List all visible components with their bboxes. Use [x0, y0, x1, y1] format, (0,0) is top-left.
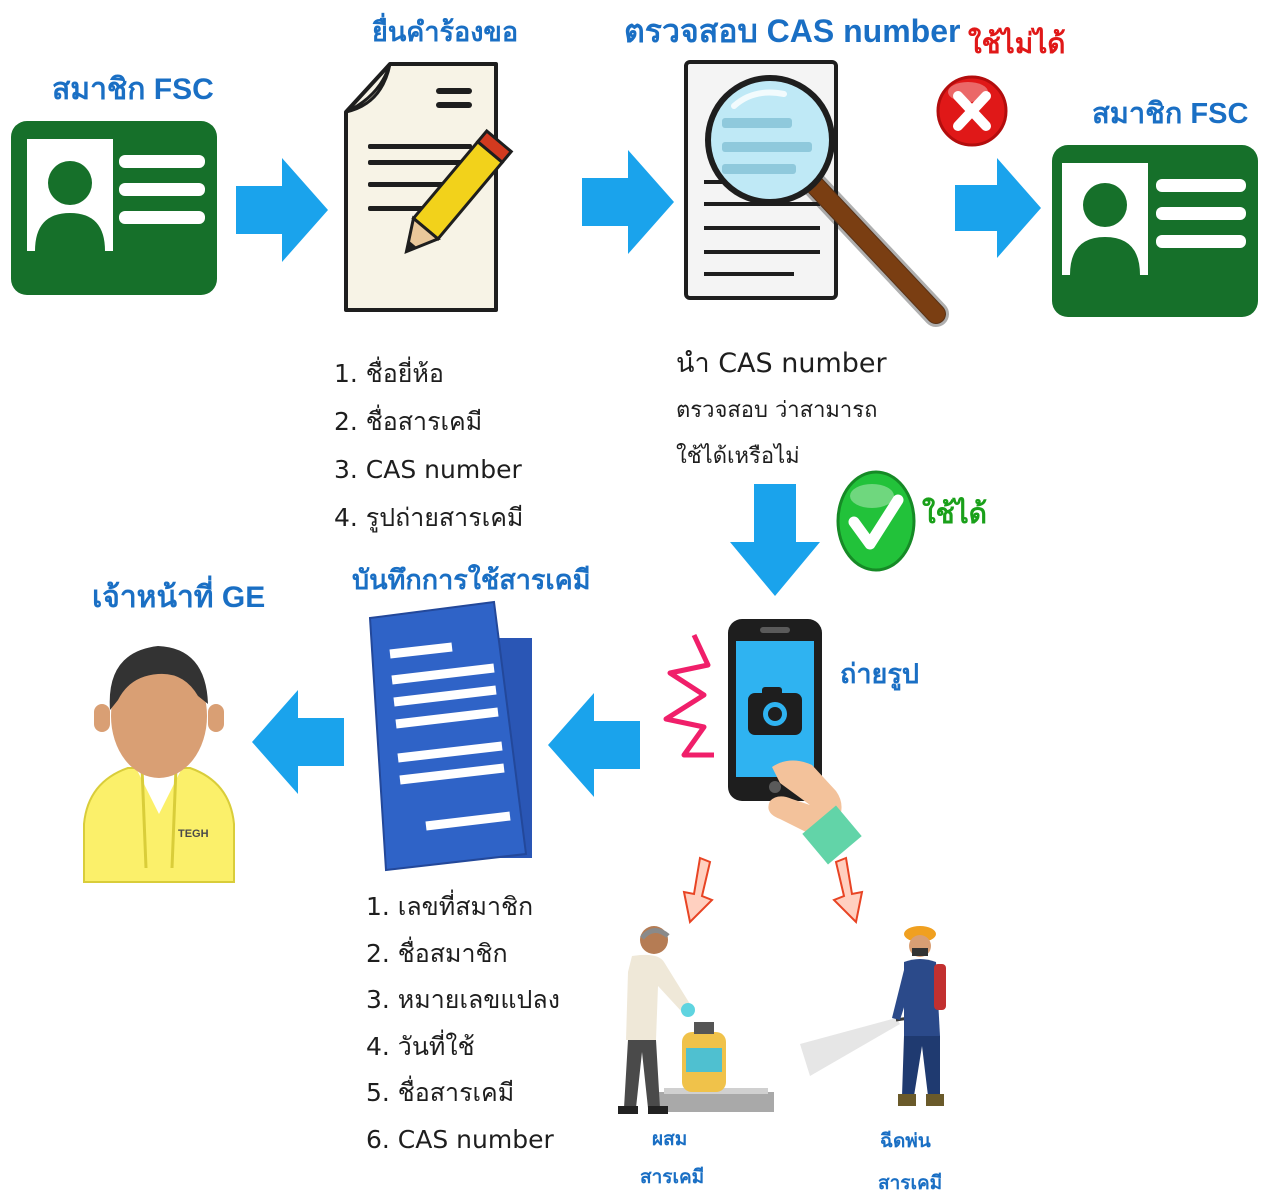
list-item: 6. CAS number [366, 1124, 554, 1154]
check-note: นำ CAS number ตรวจสอบ ว่าสามารถ ใช้ได้เห… [676, 340, 887, 480]
note-line: ใช้ได้เหรือไม่ [676, 444, 800, 469]
arrow-icon [955, 158, 1041, 258]
record-title: บันทึกการใช้สารเคมี [352, 565, 591, 595]
note-line: นำ CAS number [676, 348, 887, 379]
arrow-icon [548, 693, 640, 797]
id-card-icon [11, 121, 217, 295]
document-pencil-icon [344, 62, 514, 312]
record-items: 1. เลขที่สมาชิก 2. ชื่อสมาชิก 3. หมายเลข… [366, 884, 560, 1163]
arrow-icon [236, 158, 328, 262]
arrow-icon [582, 150, 674, 254]
list-item: 1. ชื่อยี่ห้อ [334, 359, 444, 388]
list-item: 3. CAS number [334, 455, 522, 484]
magnifier-icon [684, 60, 949, 327]
approved-label: ใช้ได้ [922, 498, 987, 529]
list-item: 3. หมายเลขแปลง [366, 985, 560, 1014]
arrow-icon [730, 484, 820, 596]
officer-badge: TEGH [178, 828, 209, 840]
member-start-title: สมาชิก FSC [52, 73, 214, 106]
list-item: 1. เลขที่สมาชิก [366, 892, 534, 921]
rejected-label: ใช้ไม่ได้ [968, 28, 1066, 59]
smartphone-camera-icon [663, 619, 862, 865]
request-items: 1. ชื่อยี่ห้อ 2. ชื่อสารเคมี 3. CAS numb… [334, 350, 523, 542]
arrow-icon [252, 690, 344, 794]
id-card-icon [1052, 145, 1258, 317]
spray-label-2: สารเคมี [878, 1173, 943, 1194]
arrow-icon [832, 856, 864, 925]
arrow-icon [682, 856, 714, 925]
mix-label-2: สารเคมี [640, 1167, 705, 1188]
officer-title: เจ้าหน้าที่ GE [92, 581, 266, 614]
check-title: ตรวจสอบ CAS number [624, 13, 961, 49]
record-document-icon [368, 600, 532, 872]
list-item: 4. วันที่ใช้ [366, 1031, 475, 1061]
mix-label-1: ผสม [652, 1129, 688, 1150]
worker-mixing-icon [618, 926, 774, 1114]
note-line: ตรวจสอบ ว่าสามารถ [676, 398, 878, 423]
list-item: 4. รูปถ่ายสารเคมี [334, 503, 524, 532]
officer-avatar-icon [83, 646, 235, 883]
spray-label-1: ฉีดพ่น [880, 1131, 931, 1152]
cross-icon [936, 75, 1008, 147]
worker-spraying-icon [800, 926, 946, 1106]
photo-label: ถ่ายรูป [840, 659, 919, 689]
list-item: 2. ชื่อสมาชิก [366, 938, 508, 968]
check-icon [836, 470, 916, 572]
request-title: ยื่นคำร้องขอ [372, 17, 519, 47]
list-item: 5. ชื่อสารเคมี [366, 1078, 515, 1107]
member-end-title: สมาชิก FSC [1092, 98, 1249, 130]
list-item: 2. ชื่อสารเคมี [334, 407, 483, 436]
